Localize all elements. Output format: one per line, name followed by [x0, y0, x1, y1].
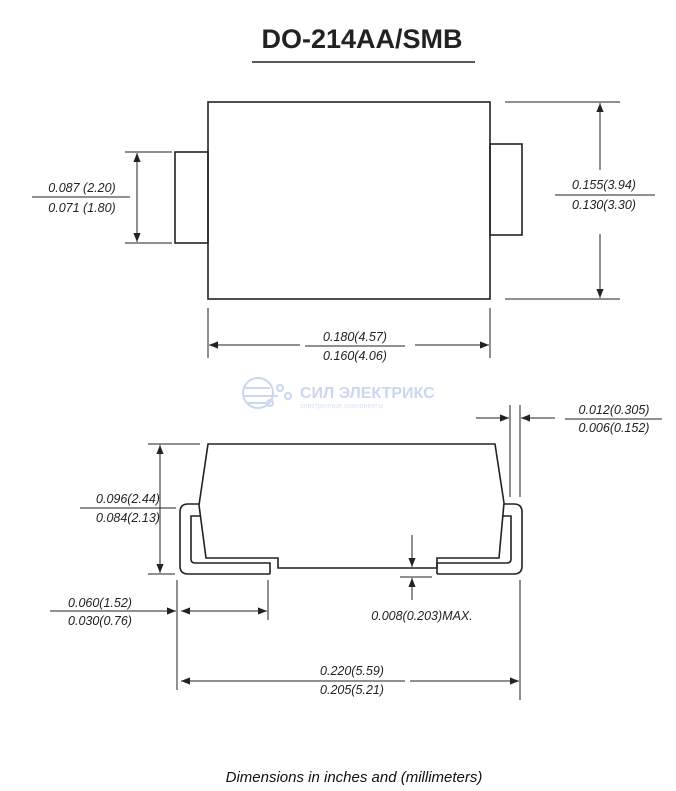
watermark-logo: СИЛ ЭЛЕКТРИКС электронные компоненты	[242, 377, 435, 410]
watermark-tagline: электронные компоненты	[300, 403, 384, 410]
side-body	[198, 443, 505, 569]
side-view: 0.012(0.305) 0.006(0.152) 0.096(2.44) 0.…	[50, 403, 662, 700]
lead-length-min: 0.030(0.76)	[68, 614, 132, 628]
overall-length-max: 0.220(5.59)	[320, 664, 384, 678]
lead-thickness-min: 0.006(0.152)	[579, 421, 650, 435]
caption: Dimensions in inches and (millimeters)	[226, 769, 483, 786]
top-view: 0.087 (2.20) 0.071 (1.80) 0.155(3.94) 0.…	[32, 101, 655, 363]
circuit-logo-icon	[242, 377, 292, 409]
overall-length-min: 0.205(5.21)	[320, 683, 384, 697]
body-height-min: 0.130(3.30)	[572, 198, 636, 212]
overall-height-max: 0.096(2.44)	[96, 492, 160, 506]
overall-height-min: 0.084(2.13)	[96, 511, 160, 525]
standoff-dimension: 0.008(0.203)MAX.	[371, 609, 472, 623]
left-lead-inner	[190, 515, 271, 574]
left-lead-outer	[179, 503, 270, 575]
drawing-title: DO-214AA/SMB	[261, 24, 462, 54]
lead-height-min: 0.071 (1.80)	[48, 201, 115, 215]
lead-thickness-max: 0.012(0.305)	[579, 403, 650, 417]
right-lead-outer	[437, 503, 523, 575]
right-lead-inner	[436, 515, 512, 574]
body-length-min: 0.160(4.06)	[323, 349, 387, 363]
left-lead	[174, 151, 209, 244]
right-lead	[489, 143, 523, 236]
watermark-name: СИЛ ЭЛЕКТРИКС	[300, 385, 435, 402]
body-outline	[207, 101, 491, 300]
body-height-max: 0.155(3.94)	[572, 178, 636, 192]
lead-length-max: 0.060(1.52)	[68, 596, 132, 610]
lead-height-max: 0.087 (2.20)	[48, 181, 115, 195]
body-length-max: 0.180(4.57)	[323, 330, 387, 344]
